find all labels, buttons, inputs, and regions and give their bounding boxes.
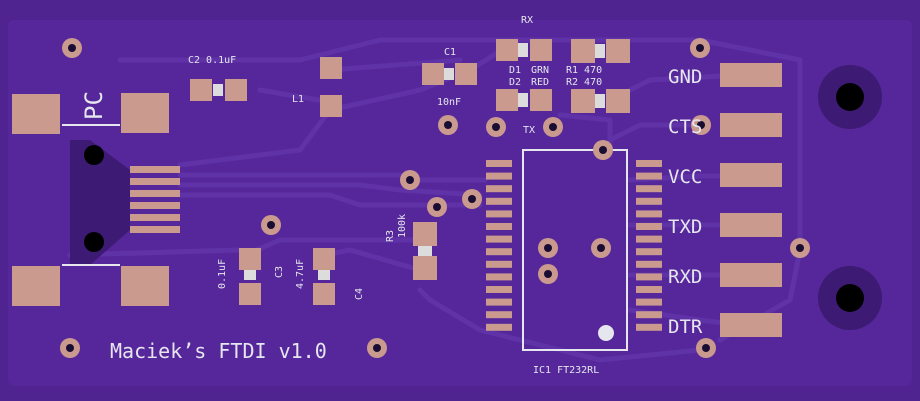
ic-pin-left xyxy=(486,298,512,306)
ic-pin-right xyxy=(636,311,662,319)
r3-value: 100k xyxy=(397,214,408,238)
ic-pin-left xyxy=(486,286,512,293)
mounting-holes xyxy=(818,65,882,330)
c3-label: C3 xyxy=(274,266,285,278)
ic-pin-right xyxy=(636,286,662,293)
ic-pin-right xyxy=(636,210,662,218)
ic-pin-left xyxy=(486,210,512,218)
r1 xyxy=(571,39,630,63)
r3 xyxy=(413,222,437,280)
ic-pin-left xyxy=(486,248,512,256)
c2-label: C2 0.1uF xyxy=(188,55,236,66)
ic-pin-right xyxy=(636,223,662,230)
ic-pin-right xyxy=(636,260,662,268)
ic-pin-right xyxy=(636,172,662,180)
ic-pin-left xyxy=(486,160,512,167)
pin-label-gnd: GND xyxy=(668,66,702,88)
pin-label-cts: CTS xyxy=(668,116,702,138)
l1 xyxy=(320,57,342,117)
pin-label-dtr: DTR xyxy=(668,316,703,338)
ic-pin-left xyxy=(486,273,512,281)
tx-label: TX xyxy=(523,125,535,136)
grn-label: GRN xyxy=(531,65,549,76)
c4 xyxy=(313,248,335,305)
c4-label: C4 xyxy=(354,288,365,300)
pin-label-rxd: RXD xyxy=(668,266,702,288)
vias xyxy=(60,38,810,358)
ic-pin-left xyxy=(486,260,512,268)
ic-pin-right xyxy=(636,298,662,306)
header-pads xyxy=(720,63,782,337)
ic-pin-right xyxy=(636,185,662,193)
ic-pin-left xyxy=(486,323,512,331)
ic-pin-right xyxy=(636,273,662,281)
r1-label: R1 470 xyxy=(566,65,602,76)
pin-label-txd: TXD xyxy=(668,216,702,238)
ic-pin-left xyxy=(486,197,512,205)
pin-label-vcc: VCC xyxy=(668,166,702,188)
ic-pin-left xyxy=(486,235,512,243)
c1-label: C1 xyxy=(444,47,456,58)
r2 xyxy=(571,89,630,113)
connector-label: PC xyxy=(80,91,108,120)
rx-label: RX xyxy=(521,15,533,26)
c3 xyxy=(239,248,261,305)
ic-pin-right xyxy=(636,235,662,243)
c1-value: 10nF xyxy=(437,97,461,108)
ic-pin-right xyxy=(636,160,662,167)
l1-label: L1 xyxy=(292,94,304,105)
ic1 xyxy=(486,149,662,351)
usb-connector xyxy=(12,93,180,306)
red-label: RED xyxy=(531,77,549,88)
ic-pin-left xyxy=(486,172,512,180)
d1-label: D1 xyxy=(509,65,521,76)
ic-pin-right xyxy=(636,323,662,331)
ic1-label: IC1 FT232RL xyxy=(533,365,599,376)
ic-pin-left xyxy=(486,311,512,319)
led-d1 xyxy=(496,39,552,61)
d2-label: D2 xyxy=(509,77,521,88)
r2-label: R2 470 xyxy=(566,77,602,88)
ic-pin-left xyxy=(486,185,512,193)
ic-pin-left xyxy=(486,223,512,230)
ic-pin-right xyxy=(636,197,662,205)
r3-label: R3 xyxy=(385,230,396,242)
c3-value: 0.1uF xyxy=(217,259,228,289)
c2 xyxy=(190,79,247,101)
pin-labels: GND CTS VCC TXD RXD DTR xyxy=(668,66,703,338)
board-title: Maciek’s FTDI v1.0 xyxy=(110,339,327,363)
c4-value: 4.7uF xyxy=(295,259,306,289)
c1 xyxy=(422,63,477,85)
led-d2 xyxy=(496,89,552,111)
ic-pin-right xyxy=(636,248,662,256)
